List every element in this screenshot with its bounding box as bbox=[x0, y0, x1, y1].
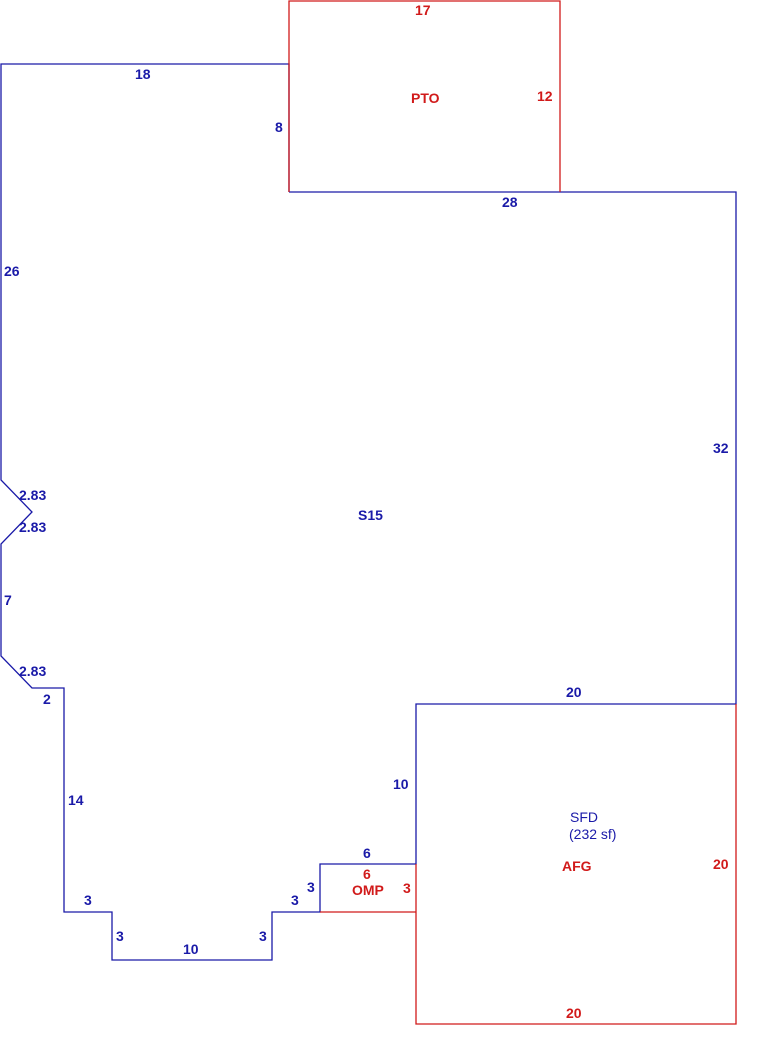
patio-outline bbox=[288, 0, 561, 192]
dim-porch-bottom: 6 bbox=[363, 866, 371, 882]
dim-garage-left: 10 bbox=[393, 776, 409, 792]
dim-pto-right: 12 bbox=[537, 88, 553, 104]
dim-step-left-3b: 3 bbox=[116, 928, 124, 944]
dim-porch-top: 6 bbox=[363, 845, 371, 861]
dim-bay-lower: 2.83 bbox=[19, 663, 46, 679]
dim-step-right-3a: 3 bbox=[259, 928, 267, 944]
dim-main-notch-bottom: 28 bbox=[502, 194, 518, 210]
dim-porch-right: 3 bbox=[403, 880, 411, 896]
dim-step-2: 2 bbox=[43, 691, 51, 707]
dim-garage-right: 20 bbox=[713, 856, 729, 872]
sfd-label: SFD bbox=[570, 809, 598, 825]
dim-left-lower: 14 bbox=[68, 792, 84, 808]
dim-bay-upper-1: 2.83 bbox=[19, 487, 46, 503]
dim-main-notch-left: 8 bbox=[275, 119, 283, 135]
dim-bay-upper-2: 2.83 bbox=[19, 519, 46, 535]
dim-garage-bottom: 20 bbox=[566, 1005, 582, 1021]
dim-main-left: 26 bbox=[4, 263, 20, 279]
dim-main-top: 18 bbox=[135, 66, 151, 82]
dim-bottom-10: 10 bbox=[183, 941, 199, 957]
dim-bay-left: 7 bbox=[4, 592, 12, 608]
dim-step-right-3b: 3 bbox=[291, 892, 299, 908]
patio-label: PTO bbox=[411, 90, 440, 106]
main-area-label: S15 bbox=[358, 507, 383, 523]
dim-main-right: 32 bbox=[713, 440, 729, 456]
dim-step-left-3a: 3 bbox=[84, 892, 92, 908]
garage-outline bbox=[415, 704, 737, 1025]
sfd-area-label: (232 sf) bbox=[569, 826, 616, 842]
dim-pto-top: 17 bbox=[415, 2, 431, 18]
dim-porch-left: 3 bbox=[307, 879, 315, 895]
porch-label: OMP bbox=[352, 882, 384, 898]
dim-garage-top: 20 bbox=[566, 684, 582, 700]
garage-label: AFG bbox=[562, 858, 592, 874]
main-area-outline bbox=[0, 63, 737, 961]
